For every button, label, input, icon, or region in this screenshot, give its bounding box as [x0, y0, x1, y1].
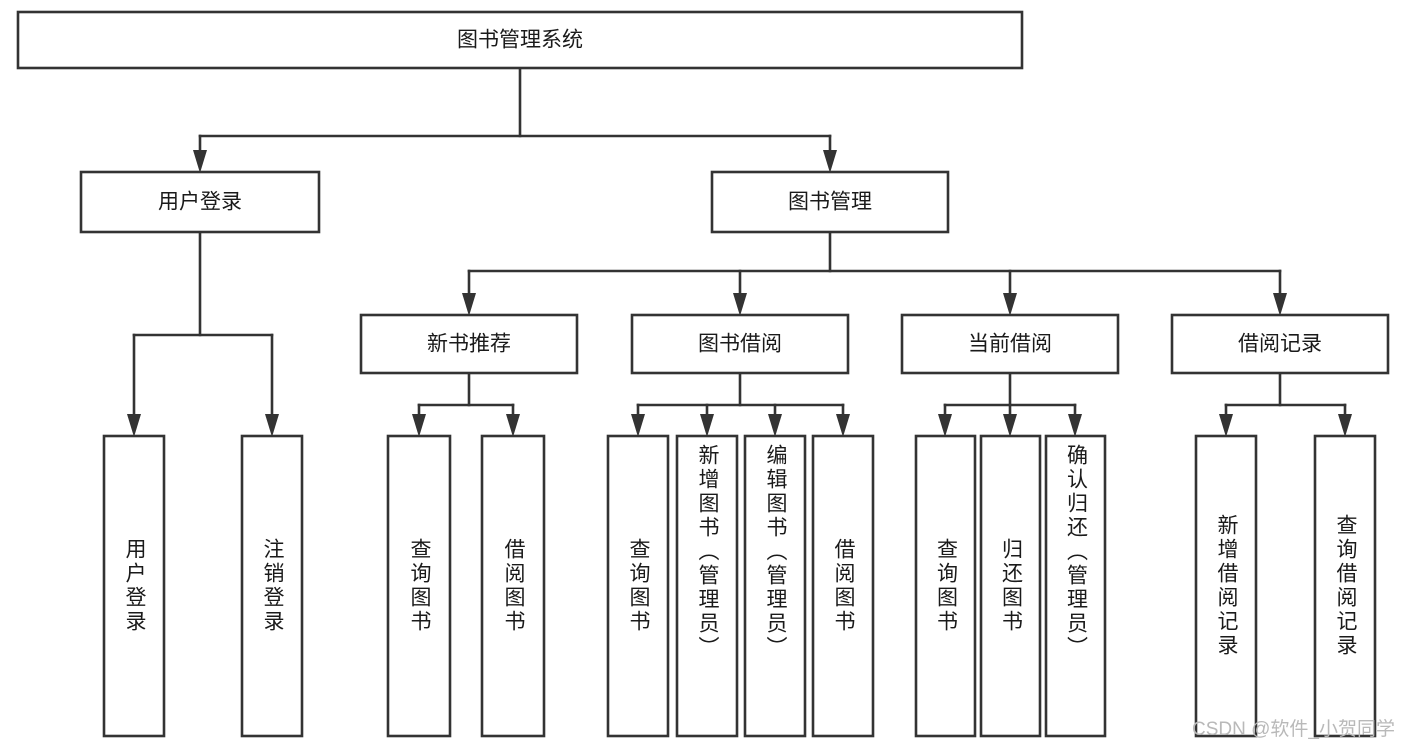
node-label-root: 图书管理系统 [457, 29, 583, 52]
node-label-user-login: 用户登录 [158, 191, 242, 214]
node-label-leaf-user-login: 用户登录 [123, 538, 146, 634]
arrow-head-icon [1273, 293, 1287, 316]
node-label-current-borrow: 当前借阅 [968, 333, 1052, 356]
arrow-head-icon [1003, 293, 1017, 316]
node-label-leaf-borrow-book: 借阅图书 [832, 538, 855, 634]
arrow-head-icon [836, 414, 850, 437]
arrow-head-icon [127, 414, 141, 437]
node-box-book-manage[interactable] [710, 170, 950, 234]
node-box-leaf-query-book-rec[interactable] [386, 434, 452, 738]
arrow-head-icon [823, 150, 837, 173]
connector-current-borrow [938, 371, 1082, 437]
node-label-leaf-query-record: 查询借阅记录 [1334, 514, 1357, 658]
node-label-borrow-record: 借阅记录 [1238, 333, 1322, 356]
node-box-leaf-user-logout[interactable] [240, 434, 304, 738]
connector-user-login [127, 230, 279, 437]
node-box-leaf-query-book-borrow[interactable] [606, 434, 670, 738]
arrow-head-icon [700, 414, 714, 437]
arrow-head-icon [193, 150, 207, 173]
arrow-head-icon [462, 293, 476, 316]
node-box-user-login[interactable] [79, 170, 321, 234]
arrow-head-icon [768, 414, 782, 437]
arrow-head-icon [1338, 414, 1352, 437]
arrow-head-icon [1219, 414, 1233, 437]
node-label-leaf-query-book-borrow: 查询图书 [627, 538, 650, 634]
node-box-leaf-add-book[interactable] [675, 434, 739, 738]
node-box-borrow-record[interactable] [1170, 313, 1390, 375]
arrow-head-icon [265, 414, 279, 437]
node-label-leaf-add-record: 新增借阅记录 [1215, 514, 1238, 658]
node-box-leaf-return-book[interactable] [979, 434, 1042, 738]
arrow-head-icon [631, 414, 645, 437]
arrow-head-icon [412, 414, 426, 437]
node-label-leaf-confirm-return: 确认归还（管理员） [1064, 444, 1088, 660]
node-label-leaf-query-book-current: 查询图书 [934, 538, 958, 634]
connector-borrow-record [1219, 371, 1352, 437]
connector-book-borrow [631, 371, 850, 437]
arrow-head-icon [938, 414, 952, 437]
node-box-leaf-confirm-return[interactable] [1044, 434, 1107, 738]
arrow-head-icon [1003, 414, 1017, 437]
arrow-head-icon [1068, 414, 1082, 437]
node-label-book-manage: 图书管理 [788, 191, 872, 214]
watermark-text: CSDN @软件_小贺同学 [1192, 719, 1395, 740]
arrow-head-icon [733, 293, 747, 316]
node-label-leaf-user-logout: 注销登录 [261, 538, 284, 634]
node-label-leaf-borrow-book-rec: 借阅图书 [502, 538, 525, 634]
node-label-book-borrow: 图书借阅 [698, 333, 782, 356]
connector-new-book-rec [412, 371, 520, 437]
node-label-leaf-edit-book: 编辑图书（管理员） [764, 444, 787, 660]
node-box-leaf-edit-book[interactable] [743, 434, 807, 738]
node-box-new-book-rec[interactable] [359, 313, 579, 375]
node-box-leaf-add-record[interactable] [1194, 434, 1258, 738]
node-box-root[interactable] [16, 10, 1024, 70]
node-box-leaf-borrow-book[interactable] [811, 434, 875, 738]
node-label-new-book-rec: 新书推荐 [427, 333, 511, 356]
connector-root [193, 66, 837, 173]
node-label-leaf-return-book: 归还图书 [999, 538, 1023, 634]
node-box-leaf-borrow-book-rec[interactable] [480, 434, 546, 738]
node-label-leaf-add-book: 新增图书（管理员） [696, 444, 719, 660]
arrow-head-icon [506, 414, 520, 437]
node-box-leaf-query-book-current[interactable] [914, 434, 977, 738]
node-label-leaf-query-book-rec: 查询图书 [408, 538, 431, 634]
node-box-leaf-query-record[interactable] [1313, 434, 1377, 738]
node-box-leaf-user-login[interactable] [102, 434, 166, 738]
node-box-current-borrow[interactable] [900, 313, 1120, 375]
node-box-book-borrow[interactable] [630, 313, 850, 375]
connector-book-manage [462, 230, 1287, 316]
